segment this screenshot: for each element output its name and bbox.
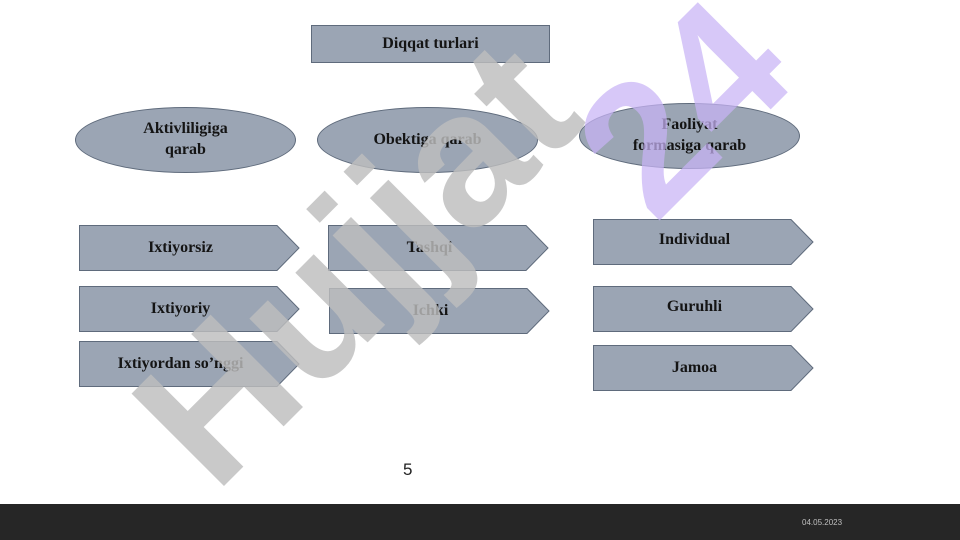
arrow-item-label: Ixtiyordan so’nggi <box>117 355 244 372</box>
arrow-item-label: Individual <box>658 231 731 248</box>
footer-bar: 04.05.2023 <box>0 504 960 540</box>
arrow-item-ichki: Ichki <box>329 288 550 334</box>
arrow-shape <box>79 341 300 387</box>
arrow-item-ixtiyoriy: Ixtiyoriy <box>79 286 300 332</box>
category-ellipse-object: Obektiga qarab <box>317 107 538 173</box>
arrow-item-ixtiyordan-songgi: Ixtiyordan so’nggi <box>79 341 300 387</box>
arrow-item-label: Ixtiyorsiz <box>148 239 213 256</box>
arrow-item-ixtiyorsiz: Ixtiyorsiz <box>79 225 300 271</box>
page-number: 5 <box>403 460 413 479</box>
arrow-shape <box>593 286 814 332</box>
arrow-shape <box>79 225 300 271</box>
arrow-item-guruhli: Guruhli <box>593 286 814 332</box>
category-label-activity: Aktivliligiga qarab <box>143 120 228 158</box>
arrow-shape <box>79 286 300 332</box>
category-label-object: Obektiga qarab <box>373 130 482 148</box>
arrow-item-label: Ixtiyoriy <box>150 300 211 317</box>
category-ellipse-activity: Aktivliligiga qarab <box>75 107 296 173</box>
arrow-shape <box>329 288 550 334</box>
arrow-item-label: Jamoa <box>671 359 718 376</box>
arrow-item-label: Ichki <box>412 302 449 319</box>
arrow-shape <box>593 219 814 265</box>
category-label-form: Faoliyat formasiga qarab <box>632 116 747 154</box>
arrow-item-label: Tashqi <box>406 239 453 256</box>
footer-date: 04.05.2023 <box>802 518 843 527</box>
diagram-title: Diqqat turlari <box>311 25 550 63</box>
arrow-item-tashqi: Tashqi <box>328 225 549 271</box>
arrow-item-individual: Individual <box>593 219 814 265</box>
arrow-item-label: Guruhli <box>666 298 723 315</box>
arrow-item-jamoa: Jamoa <box>593 345 814 391</box>
arrow-shape <box>593 345 814 391</box>
category-ellipse-form: Faoliyat formasiga qarab <box>579 103 800 169</box>
arrow-shape <box>328 225 549 271</box>
